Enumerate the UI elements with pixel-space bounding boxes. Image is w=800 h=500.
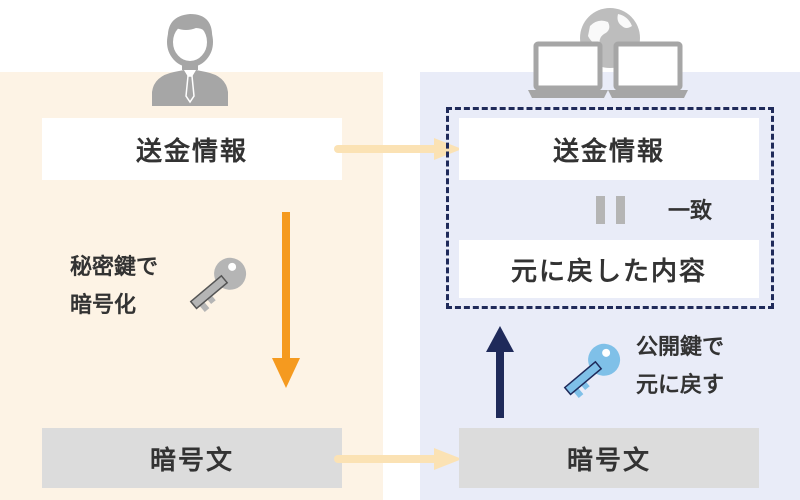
receiver-plaintext-box: 送金情報: [459, 118, 759, 180]
public-key-icon: [556, 336, 630, 410]
verification-frame: [446, 107, 774, 309]
receiver-ciphertext-box: 暗号文: [459, 428, 759, 488]
encrypt-caption-line1: 秘密鍵で: [70, 255, 159, 280]
sender-ciphertext-label: 暗号文: [149, 445, 234, 476]
transfer-arrow-bottom: [334, 448, 464, 470]
receiver-plaintext-label: 送金情報: [552, 136, 665, 167]
private-key-icon: [182, 250, 256, 324]
receiver-ciphertext-label: 暗号文: [566, 445, 651, 476]
person-icon: [148, 6, 232, 106]
encrypt-arrow: [270, 212, 302, 392]
sender-plaintext-box: 送金情報: [42, 118, 342, 180]
equals-icon: [594, 196, 628, 224]
decrypt-arrow: [484, 326, 516, 418]
restored-content-box: 元に戻した内容: [459, 240, 759, 298]
sender-ciphertext-box: 暗号文: [42, 428, 342, 488]
transfer-arrow-top: [334, 138, 464, 160]
restored-content-label: 元に戻した内容: [510, 256, 707, 287]
decrypt-caption-line2: 元に戻す: [636, 372, 725, 398]
decrypt-caption: 公開鍵で 元に戻す: [636, 332, 724, 402]
encrypt-caption: 秘密鍵で 暗号化: [70, 252, 158, 322]
decrypt-caption-line1: 公開鍵で: [636, 335, 725, 360]
match-label: 一致: [668, 199, 713, 224]
encrypt-caption-line2: 暗号化: [70, 292, 137, 318]
sender-plaintext-label: 送金情報: [135, 136, 248, 167]
network-computers-icon: [528, 4, 698, 102]
